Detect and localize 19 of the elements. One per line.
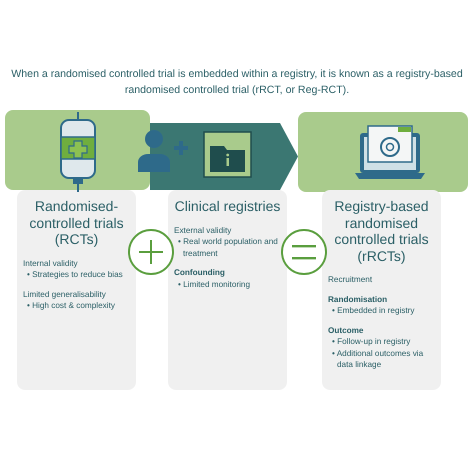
section-label: Recruitment	[328, 274, 374, 286]
section-label: Randomisation	[328, 294, 388, 305]
bullet-item: • Embedded in registry	[331, 305, 416, 316]
section-label: External validity	[174, 224, 232, 236]
card-heading: Clinical registries	[174, 198, 281, 214]
bullet-item: • Real world population and treatment	[177, 236, 279, 259]
section-label: Limited generalisability	[23, 288, 107, 300]
section-label: Confounding	[174, 267, 226, 278]
section-label: Outcome	[328, 324, 364, 336]
bullet-item: • Follow-up in registry	[331, 336, 412, 348]
bullet-item: • Strategies to reduce bias	[26, 269, 124, 280]
card-heading: Randomised-controlled trials (RCTs)	[28, 198, 125, 248]
bullet-item: • High cost & complexity	[26, 300, 116, 312]
card-heading: Registry-based randomised controlled trials (rRCTs)	[333, 198, 430, 264]
title: When a randomised controlled trial is embedded within a registry, it is known as a registry-based randomised controlled trial (rRCT, or Reg-RCT).	[10, 67, 464, 98]
bullet-item: • Additional outcomes via data linkage	[331, 348, 424, 370]
section-label: Internal validity	[23, 258, 79, 269]
bullet-item: • Limited monitoring	[177, 278, 252, 290]
arrow	[150, 123, 298, 190]
